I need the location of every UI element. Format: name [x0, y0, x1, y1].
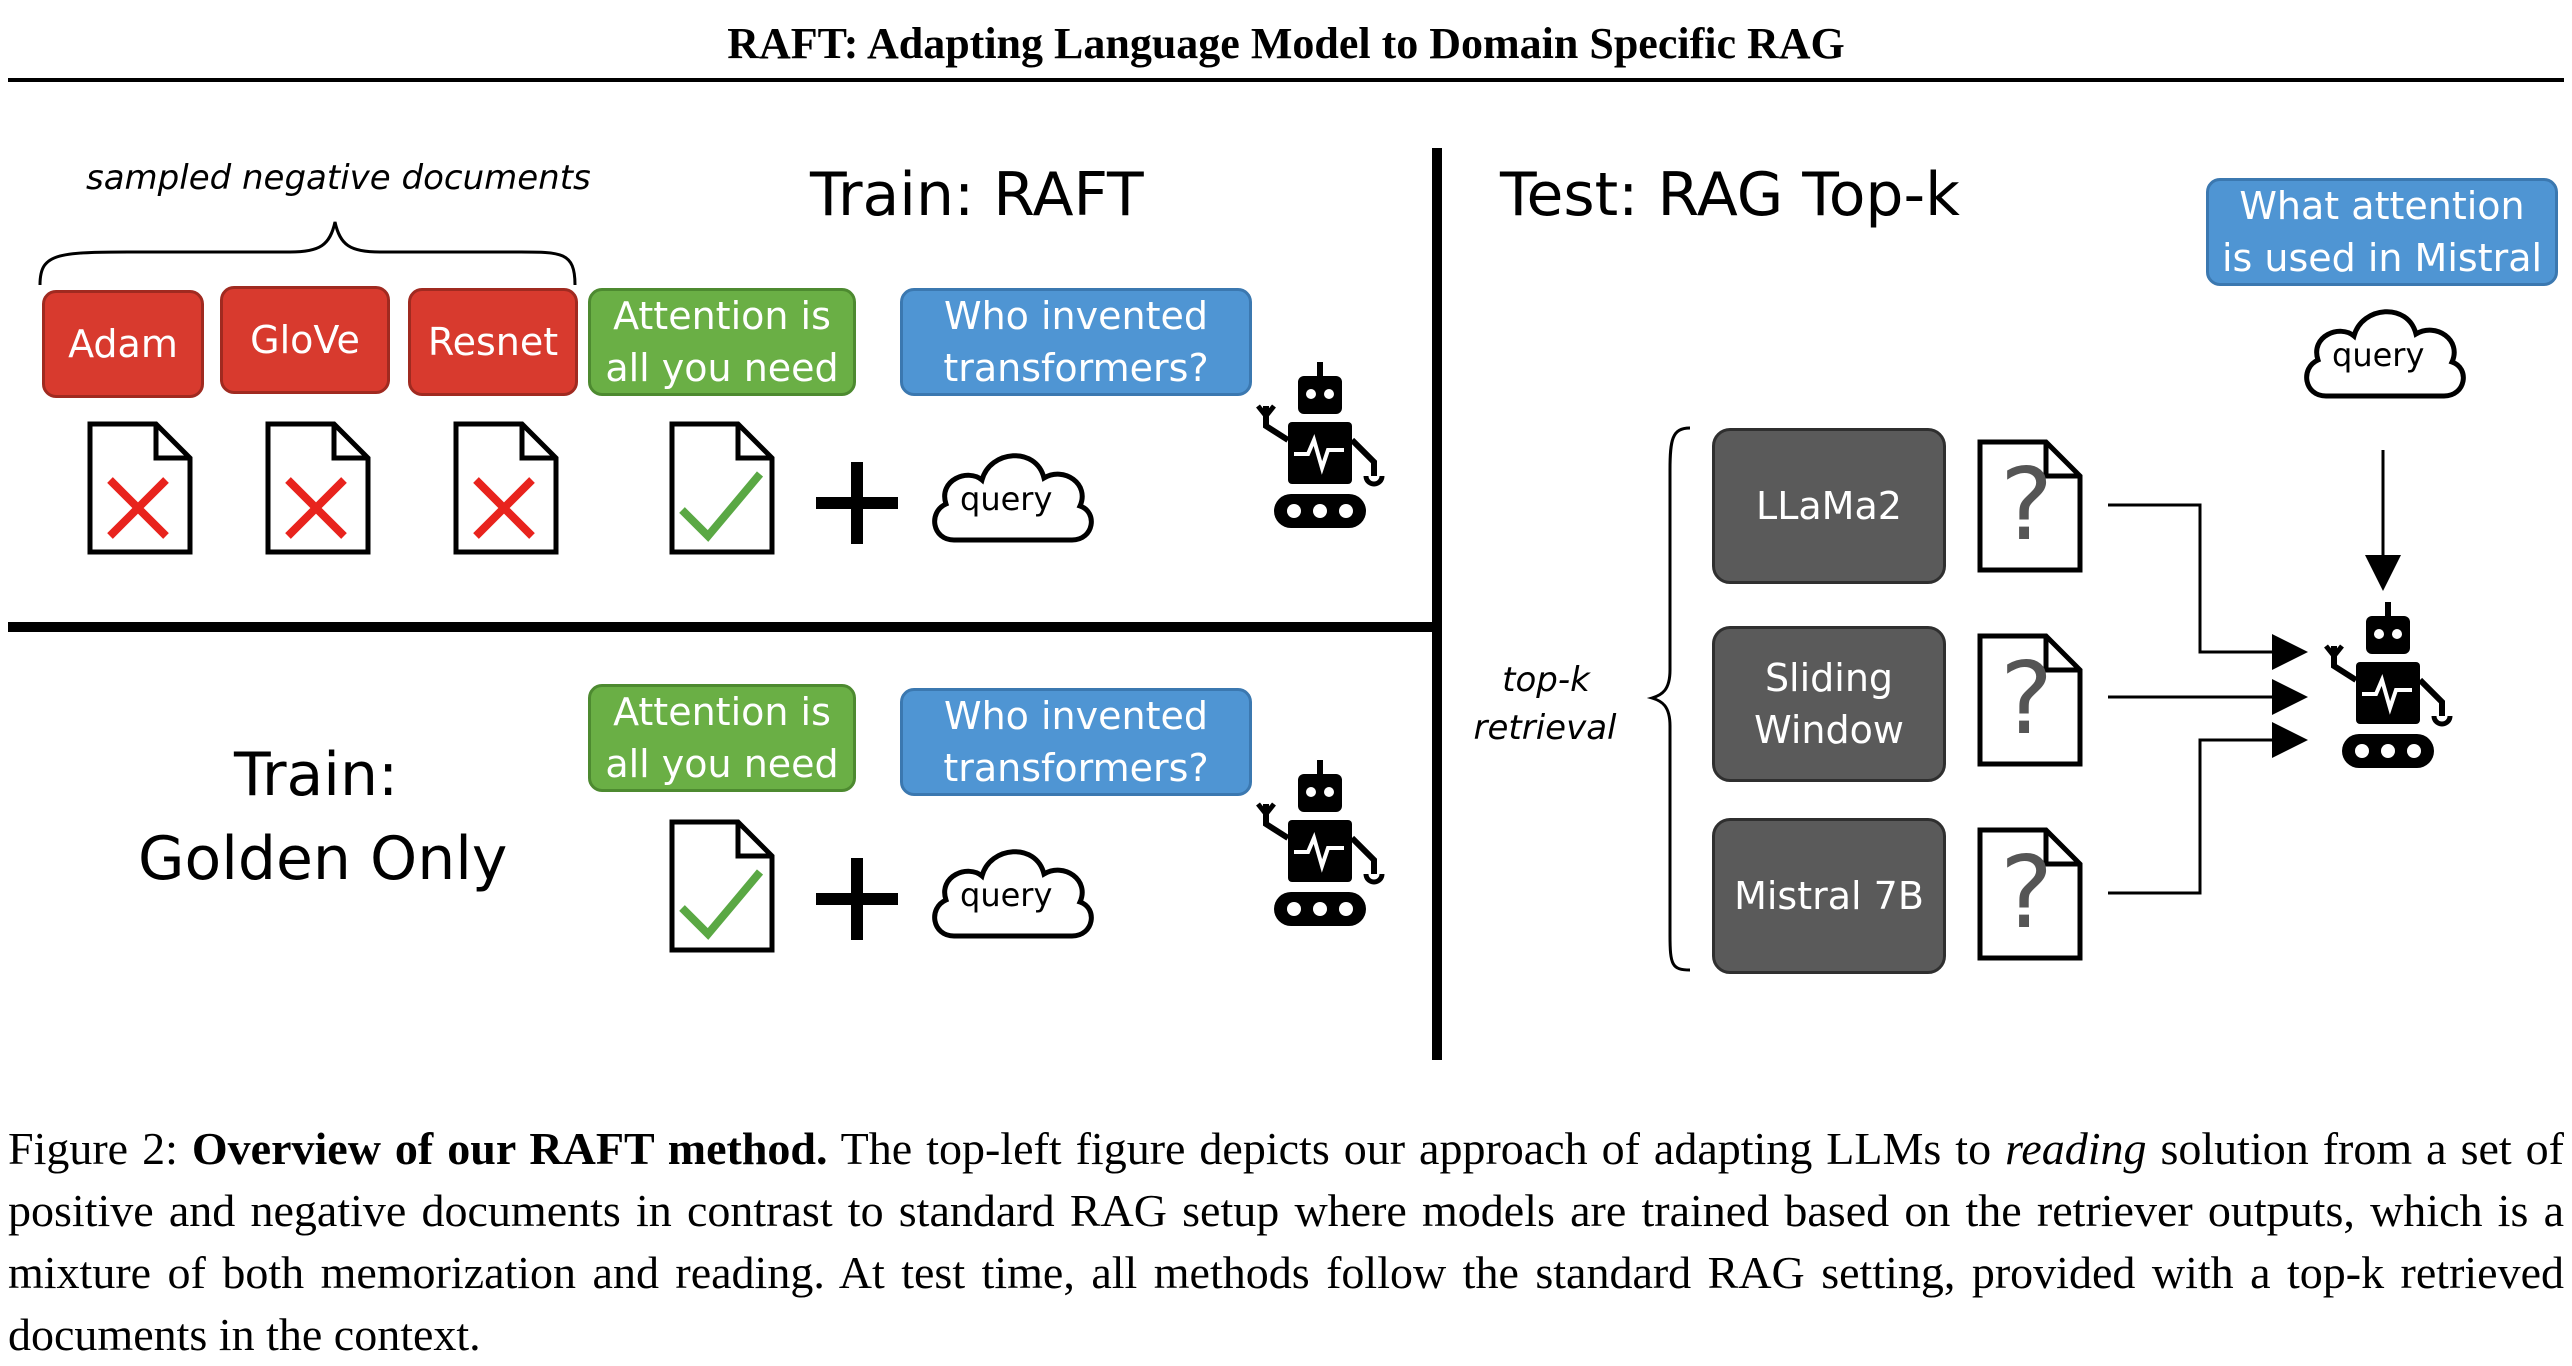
- retrieved-doc-llama2: LLaMa2: [1712, 428, 1946, 584]
- figure-2: sampled negative documents Train: RAFT A…: [8, 148, 2558, 1060]
- query-label: query: [960, 876, 1053, 914]
- query-cloud-icon: [2304, 309, 2466, 399]
- negative-doc-glove: GloVe: [220, 286, 390, 394]
- plus-icon: [816, 858, 898, 940]
- figure-graphics: [8, 148, 2401, 1060]
- retrieval-label-line2: retrieval: [1473, 708, 1617, 748]
- golden-only-title-line2: Golden Only: [138, 824, 508, 894]
- retrieval-brace: [1646, 426, 1691, 972]
- question-mark: ?: [2000, 834, 2054, 951]
- unknown-document-icon: [1977, 827, 2083, 961]
- arrow-mistral: [2108, 722, 2308, 895]
- figure-caption: Figure 2: Overview of our RAFT method. T…: [8, 1118, 2564, 1366]
- query-cloud-icon: [932, 453, 1094, 543]
- retrieved-doc-mistral-7b: Mistral 7B: [1712, 818, 1946, 974]
- query-label: query: [2332, 336, 2425, 374]
- golden-only-title-line1: Train:: [234, 740, 399, 810]
- arrow-llama: [2108, 503, 2308, 670]
- query-cloud-icon: [932, 849, 1094, 939]
- negative-document-icon: [453, 421, 559, 555]
- caption-bold-title: Overview of our RAFT method.: [191, 1123, 828, 1174]
- raft-title: Train: RAFT: [810, 160, 1144, 230]
- plus-icon: [816, 462, 898, 544]
- header-rule: [8, 78, 2564, 82]
- running-title: RAFT: Adapting Language Model to Domain …: [727, 19, 1845, 68]
- negatives-brace: [38, 221, 577, 286]
- question-mark: ?: [2000, 446, 2054, 563]
- caption-text: solution from a set of positive and nega…: [8, 1123, 2564, 1360]
- query-label: query: [960, 480, 1053, 518]
- negative-doc-resnet: Resnet: [408, 288, 578, 396]
- negative-document-icon: [87, 421, 193, 555]
- retrieval-label-line1: top-k: [1502, 660, 1590, 700]
- robot-icon: [1256, 362, 1385, 528]
- negative-doc-adam: Adam: [42, 290, 204, 398]
- caption-label: Figure 2:: [8, 1123, 178, 1174]
- negatives-label: sampled negative documents: [86, 158, 591, 198]
- robot-icon: [2324, 602, 2453, 768]
- test-title: Test: RAG Top-k: [1500, 160, 1960, 230]
- unknown-document-icon: [1977, 633, 2083, 767]
- negative-document-icon: [265, 421, 371, 555]
- caption-italic: reading: [2005, 1123, 2147, 1174]
- golden-document-icon: [669, 421, 775, 555]
- question-mark: ?: [2000, 640, 2054, 757]
- golden-document-icon: [669, 819, 775, 953]
- unknown-document-icon: [1977, 439, 2083, 573]
- robot-icon: [1256, 760, 1385, 926]
- caption-text: The top-left figure depicts our approach…: [827, 1123, 2006, 1174]
